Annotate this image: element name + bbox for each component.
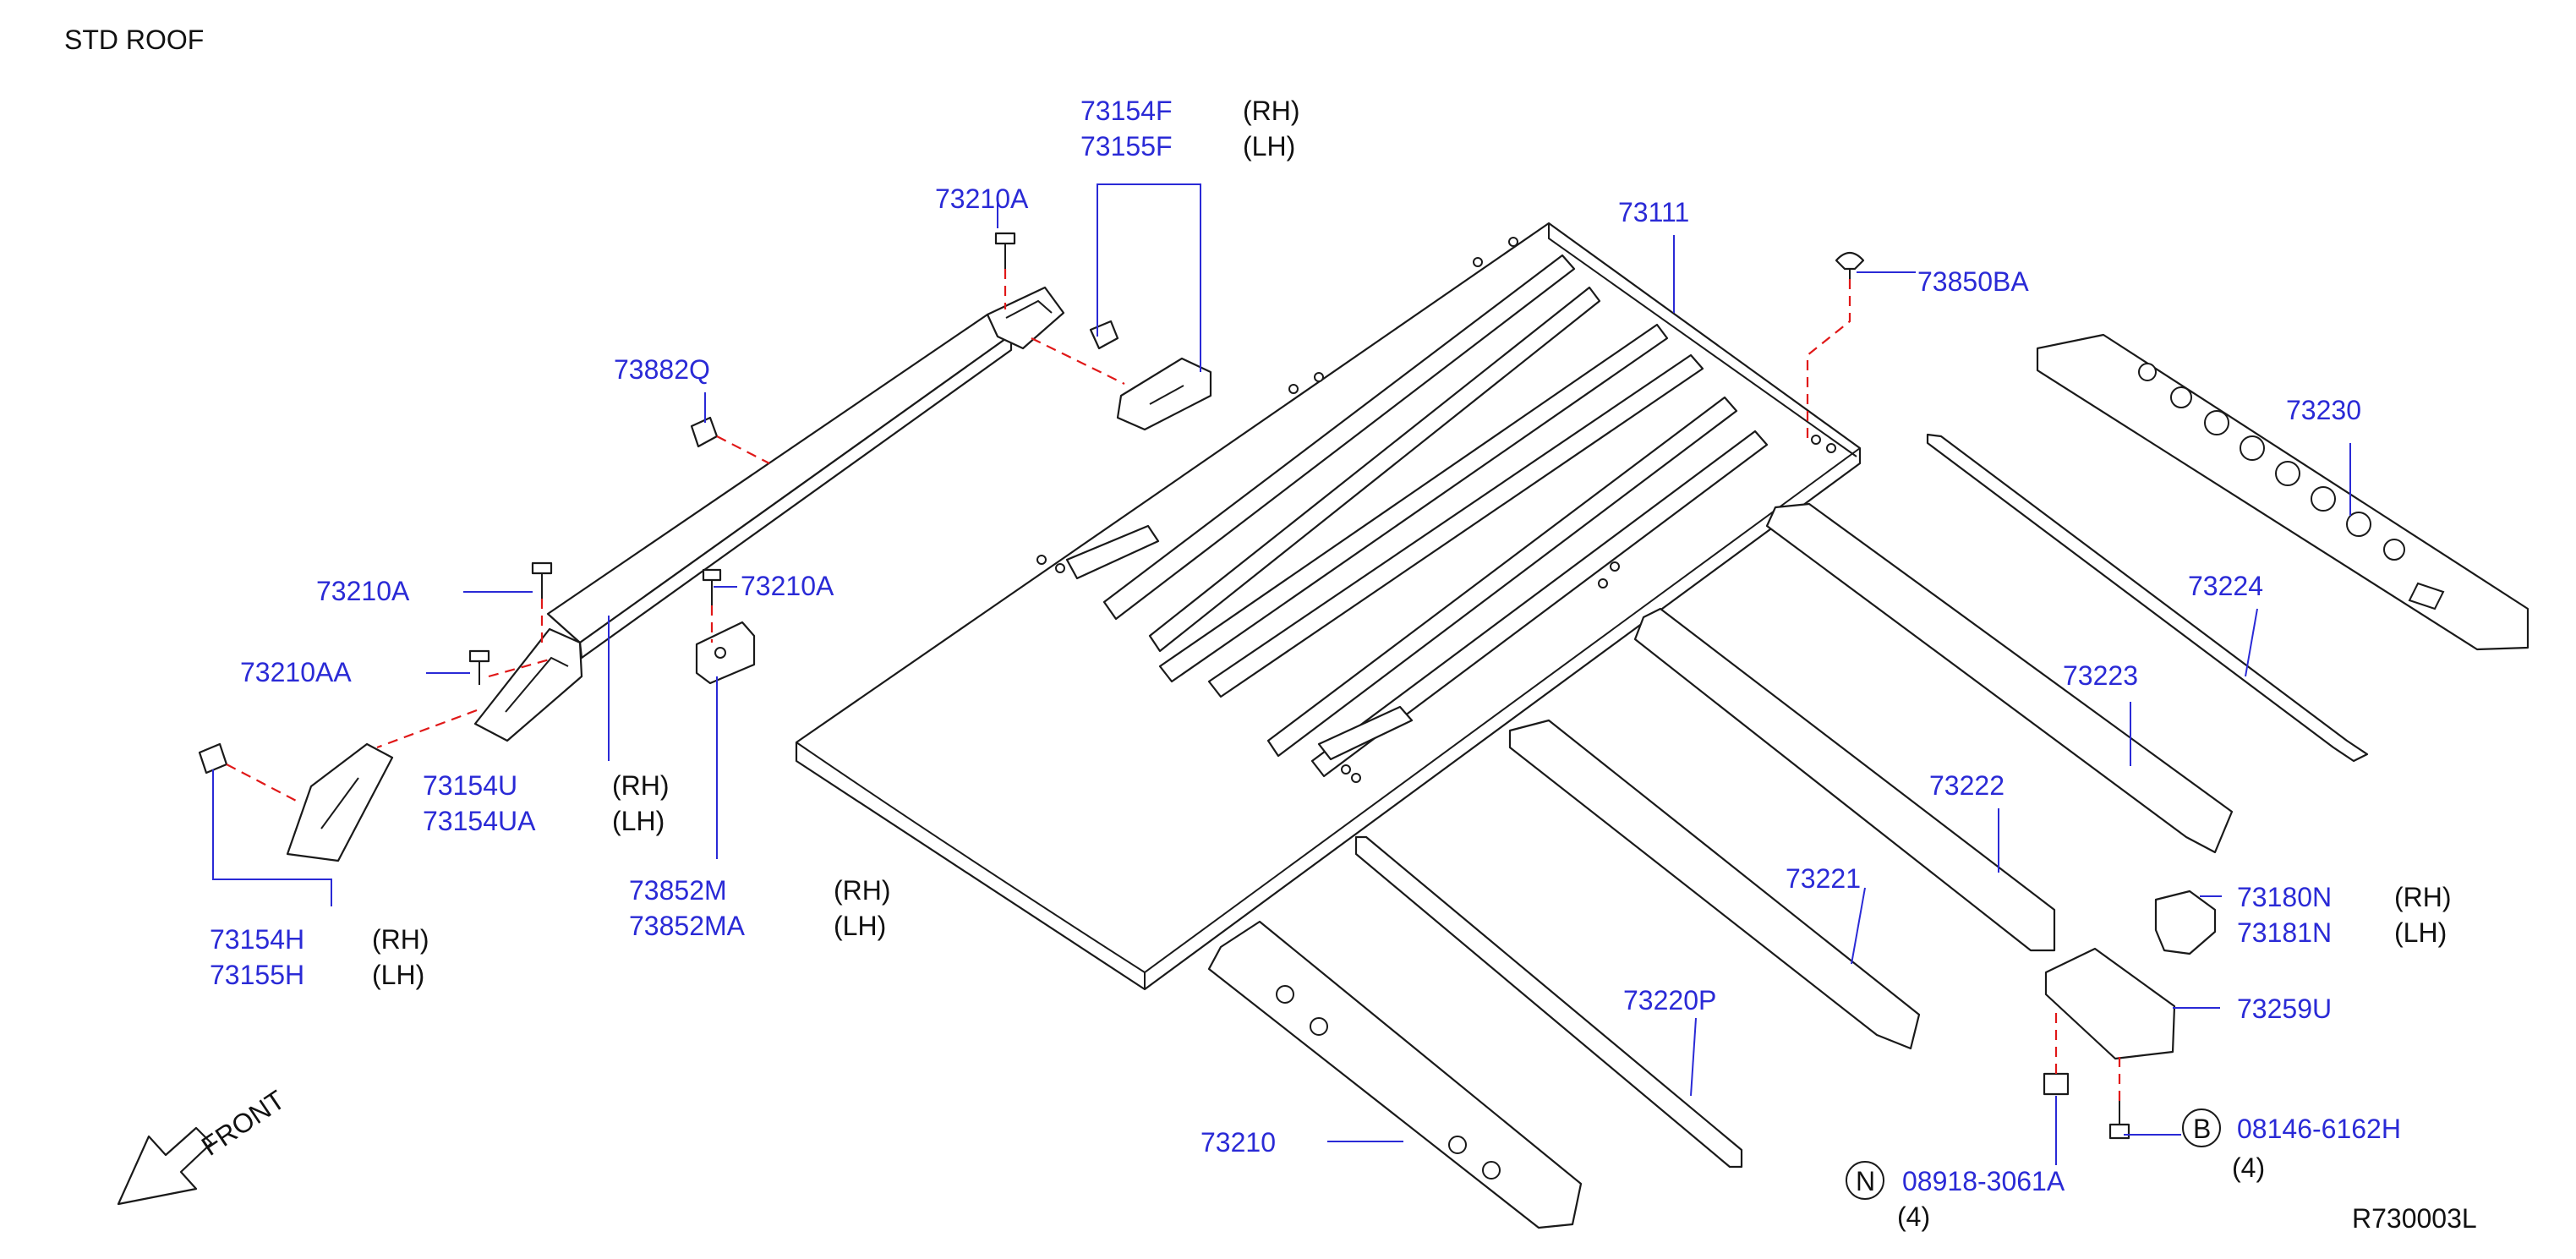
badge-n-circle [1846, 1161, 1884, 1200]
part-73154U-side: (RH) [612, 770, 670, 801]
part-73155F-side: (LH) [1243, 131, 1295, 161]
leader-lines [212, 183, 2351, 1165]
clip-73154F-icon [1089, 320, 1119, 350]
part-73154UA-side: (LH) [612, 806, 665, 836]
end-cap-front-drawing [1116, 357, 1212, 431]
clip-73154H-icon [198, 742, 228, 775]
part-73221[interactable]: 73221 [1786, 863, 1861, 894]
part-73852M[interactable]: 73852M [629, 875, 727, 906]
roof-panel-drawing [795, 222, 1862, 991]
assembly-guides [226, 269, 2121, 1101]
bow-73223-drawing [1765, 502, 2234, 854]
nut-08918-icon [2043, 1072, 2070, 1096]
bracket-73180N-drawing [2154, 890, 2217, 955]
part-73230[interactable]: 73230 [2286, 395, 2361, 425]
badge-n-letter: N [1856, 1166, 1875, 1196]
bow-73222-drawing [1633, 607, 2056, 952]
part-08146-6162H[interactable]: 08146-6162H [2237, 1114, 2401, 1144]
badge-b-circle [2182, 1108, 2221, 1147]
part-73224[interactable]: 73224 [2188, 571, 2263, 601]
part-73220P[interactable]: 73220P [1623, 985, 1716, 1015]
part-73210[interactable]: 73210 [1200, 1127, 1276, 1158]
part-73259U[interactable]: 73259U [2237, 994, 2332, 1024]
part-73210AA[interactable]: 73210AA [240, 657, 352, 687]
part-08918-qty: (4) [1897, 1202, 1930, 1232]
bow-73221-drawing [1508, 719, 1921, 1050]
bolt-73210AA-icon [468, 649, 490, 685]
part-73181N-side: (LH) [2394, 917, 2447, 948]
front-header-73230-drawing [2036, 333, 2530, 651]
part-73154F[interactable]: 73154F [1080, 96, 1173, 126]
part-73180N-side: (RH) [2394, 882, 2452, 912]
part-73223[interactable]: 73223 [2063, 660, 2138, 691]
clip-73850BA-icon [1835, 251, 1865, 279]
part-73222[interactable]: 73222 [1929, 770, 2004, 801]
front-direction-arrow-icon [117, 1126, 213, 1206]
bow-73220P-drawing [1354, 835, 1743, 1169]
part-73154F-side: (RH) [1243, 96, 1300, 126]
front-label: FRONT [196, 1084, 290, 1161]
roof-rail-drawing [473, 286, 1065, 742]
part-73850BA[interactable]: 73850BA [1917, 266, 2029, 297]
part-73210A-top[interactable]: 73210A [935, 183, 1029, 214]
part-73154U[interactable]: 73154U [423, 770, 517, 801]
rear-header-73210-drawing [1207, 920, 1583, 1229]
part-73111[interactable]: 73111 [1618, 197, 1689, 227]
end-cap-rear-drawing [286, 742, 394, 862]
part-73210A-mid[interactable]: 73210A [741, 571, 834, 601]
bolt-73210A-mid-icon [702, 568, 722, 605]
badge-b-letter: B [2193, 1114, 2211, 1144]
bolt-73210A-top-icon [994, 232, 1016, 269]
part-73852M-side: (RH) [834, 875, 891, 906]
part-73154H-side: (RH) [372, 924, 429, 955]
diagram-title: STD ROOF [64, 25, 204, 55]
bolt-08146-icon [2108, 1101, 2130, 1140]
part-73154H[interactable]: 73154H [210, 924, 304, 955]
part-73882Q[interactable]: 73882Q [614, 354, 710, 385]
part-73180N[interactable]: 73180N [2237, 882, 2332, 912]
part-73210A-left[interactable]: 73210A [316, 576, 410, 606]
part-73852MA-side: (LH) [834, 911, 886, 941]
diagram-code: R730003L [2352, 1203, 2477, 1234]
part-08918-3061A[interactable]: 08918-3061A [1902, 1166, 2065, 1196]
spacer-drawing [695, 621, 756, 685]
part-73155F[interactable]: 73155F [1080, 131, 1173, 161]
bolt-73210A-left-icon [531, 561, 553, 599]
part-73155H[interactable]: 73155H [210, 960, 304, 990]
part-73155H-side: (LH) [372, 960, 424, 990]
part-08146-qty: (4) [2232, 1152, 2265, 1183]
part-73181N[interactable]: 73181N [2237, 917, 2332, 948]
part-73154UA[interactable]: 73154UA [423, 806, 536, 836]
bow-73224-drawing [1926, 433, 2369, 763]
bracket-73259U-drawing [2044, 947, 2176, 1060]
part-73852MA[interactable]: 73852MA [629, 911, 746, 941]
